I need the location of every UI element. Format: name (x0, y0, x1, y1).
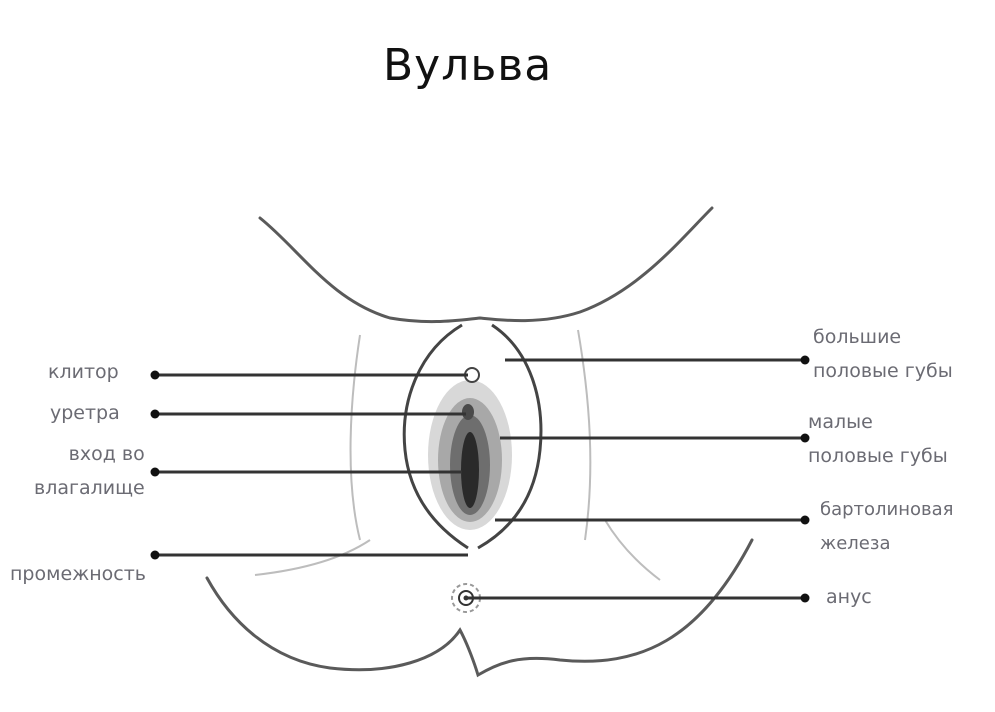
labia-majora-outline (402, 323, 543, 550)
label-anus: анус (826, 586, 872, 608)
diagram-title: Вульва (383, 40, 553, 91)
body-outline (205, 206, 754, 678)
leader-lines-right (466, 358, 805, 600)
leader-dots-right (800, 355, 810, 603)
label-bartholin-gland: бартолиновая железа (820, 499, 954, 554)
label-vaginal-opening: вход во влагалище (34, 443, 145, 499)
labia-minora-shading (428, 380, 512, 530)
label-labia-majora: большие половые губы (813, 326, 953, 382)
label-clitoris: клитор (48, 361, 119, 383)
label-urethra: уретра (50, 402, 120, 424)
leader-lines-left (155, 373, 468, 557)
label-labia-minora: малые половые губы (808, 411, 948, 467)
label-perineum: промежность (10, 563, 147, 585)
faint-contours (254, 329, 661, 581)
leader-dots-left (150, 370, 160, 560)
